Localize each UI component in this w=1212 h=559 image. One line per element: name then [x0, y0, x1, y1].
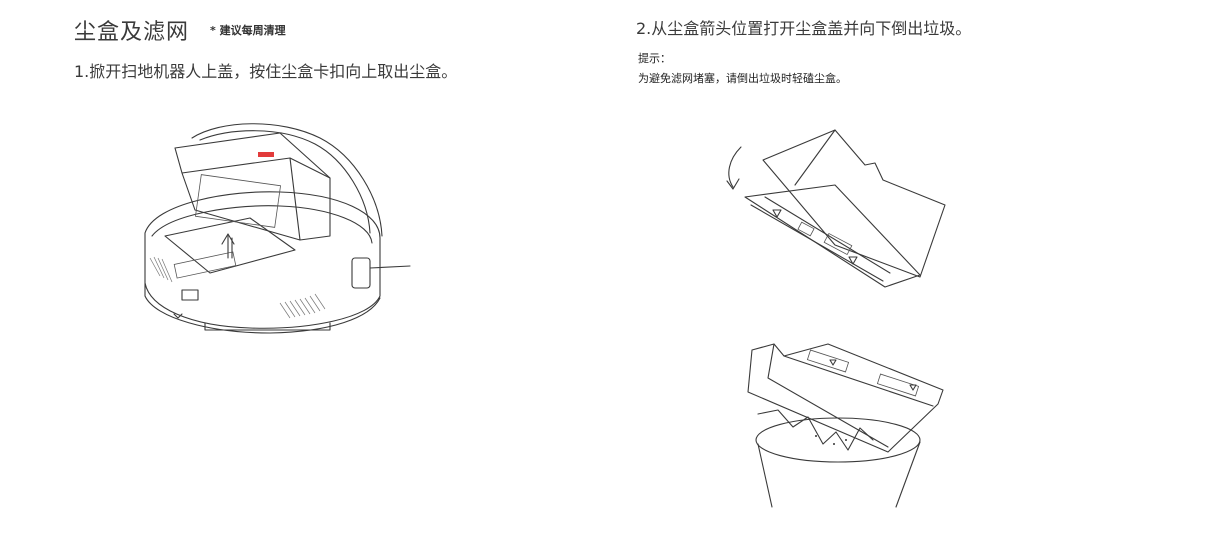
weekly-cleaning-note: * 建议每周清理 — [210, 24, 286, 37]
step-2-instruction: 2.从尘盒箭头位置打开尘盒盖并向下倒出垃圾。 — [636, 19, 972, 38]
robot-vacuum-illustration — [144, 123, 411, 334]
dustbin-open-lid-illustration — [726, 129, 946, 288]
section-title: 尘盒及滤网 — [74, 20, 190, 45]
tip-text: 为避免滤网堵塞，请倒出垃圾时轻磕尘盒。 — [638, 72, 847, 85]
tip-label: 提示： — [638, 52, 671, 65]
dustbin-emptying-illustration — [747, 343, 944, 508]
dustbin-latch-accent — [258, 152, 274, 157]
step-1-instruction: 1.掀开扫地机器人上盖，按住尘盒卡扣向上取出尘盒。 — [74, 62, 458, 81]
